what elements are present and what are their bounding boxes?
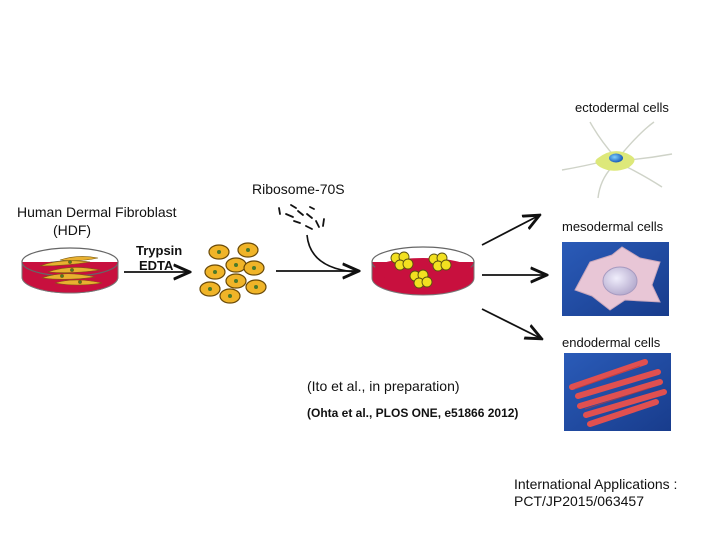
endodermal-label: endodermal cells xyxy=(562,335,661,350)
edta-label: EDTA xyxy=(139,258,174,273)
reference-pending: (Ito et al., in preparation) xyxy=(307,378,460,394)
trypsin-label: Trypsin xyxy=(136,243,183,258)
ectodermal-cell-image xyxy=(561,121,673,199)
patent-line2: PCT/JP2015/063457 xyxy=(514,493,644,509)
mesodermal-cell-image xyxy=(562,242,669,316)
ribosome-label: Ribosome-70S xyxy=(252,181,345,197)
ribosome-arrow xyxy=(306,234,356,273)
cluster-culture-dish xyxy=(371,246,475,296)
ribosome-particles xyxy=(278,204,325,230)
arrow-to-endoderm xyxy=(481,308,540,338)
source-title: Human Dermal Fibroblast xyxy=(17,204,177,220)
cell-clusters xyxy=(390,251,452,289)
mesodermal-label: mesodermal cells xyxy=(562,219,664,234)
patent-line1: International Applications : xyxy=(514,476,678,492)
endodermal-cell-image xyxy=(564,353,671,431)
ectodermal-label: ectodermal cells xyxy=(575,100,669,115)
arrow-to-ectoderm xyxy=(481,216,538,246)
reference-published: (Ohta et al., PLOS ONE, e51866 2012) xyxy=(307,406,519,420)
dissociated-cells xyxy=(199,242,267,304)
hdf-culture-dish xyxy=(21,247,119,294)
fibroblast-cells xyxy=(39,256,103,286)
source-abbrev: (HDF) xyxy=(53,222,92,238)
